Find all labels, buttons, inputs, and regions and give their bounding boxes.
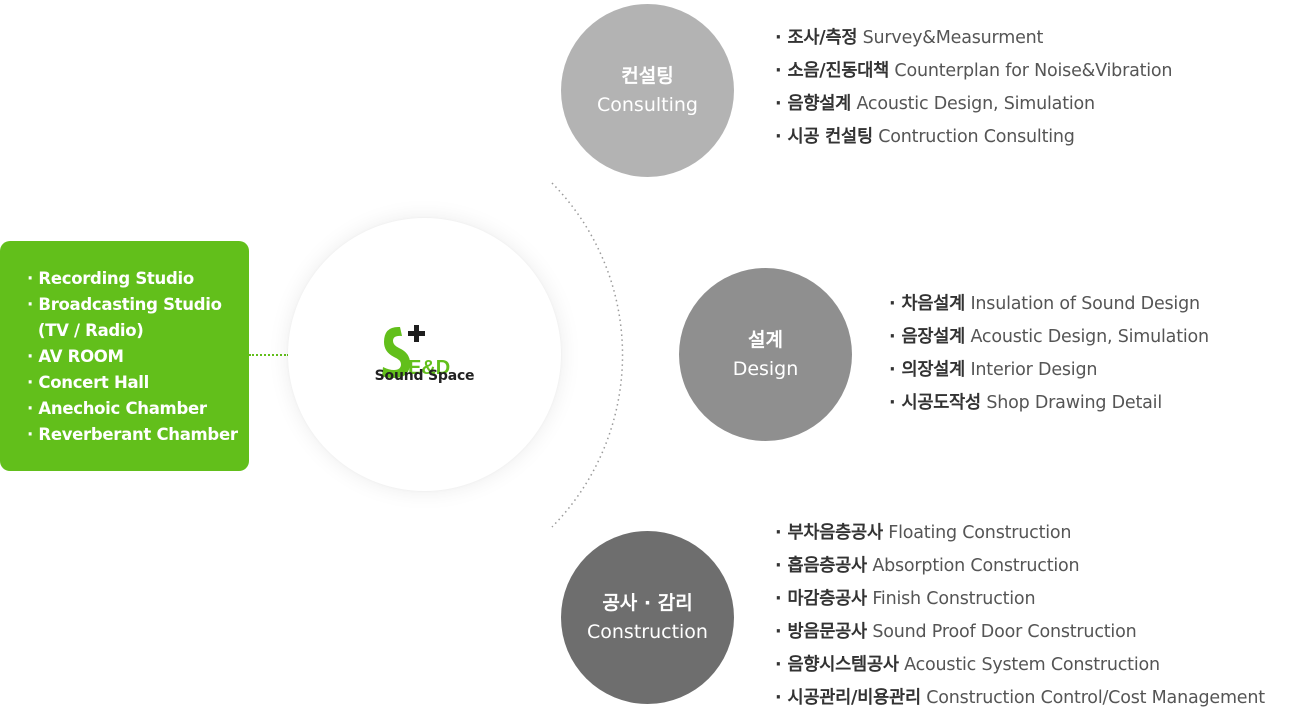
svg-text:E&D: E&D: [408, 357, 450, 379]
logo-circle: E&D Sound Space: [288, 218, 561, 491]
service-item: ·부차음층공사 Floating Construction: [775, 523, 1072, 543]
service-item: ·음장설계 Acoustic Design, Simulation: [889, 327, 1209, 347]
consulting-list: ·조사/측정 Survey&Measurment ·소음/진동대책 Counte…: [775, 22, 1173, 154]
service-item: ·의장설계 Interior Design: [889, 360, 1098, 380]
construction-title-en: Construction: [587, 620, 708, 643]
service-item: ·차음설계 Insulation of Sound Design: [889, 294, 1200, 314]
facility-item: · Concert Hall: [27, 373, 149, 392]
consulting-title-en: Consulting: [597, 93, 698, 116]
facility-list: · Recording Studio · Broadcasting Studio…: [27, 266, 249, 448]
facility-item: · Broadcasting Studio: [27, 295, 222, 314]
design-list: ·차음설계 Insulation of Sound Design ·음장설계 A…: [889, 288, 1209, 420]
design-title-ko: 설계: [748, 328, 783, 351]
facility-item: · Recording Studio: [27, 269, 194, 288]
service-item: ·마감층공사 Finish Construction: [775, 589, 1036, 609]
facility-item: (TV / Radio): [27, 321, 144, 340]
service-item: ·방음문공사 Sound Proof Door Construction: [775, 622, 1137, 642]
facility-item: · Reverberant Chamber: [27, 425, 238, 444]
logo-caption: Sound Space: [374, 368, 475, 384]
design-title-en: Design: [732, 357, 799, 380]
sed-logo-icon: E&D: [382, 325, 450, 379]
facility-list-box: · Recording Studio · Broadcasting Studio…: [0, 241, 249, 471]
service-item: ·조사/측정 Survey&Measurment: [775, 28, 1044, 48]
service-item: ·음향시스템공사 Acoustic System Construction: [775, 655, 1160, 675]
service-item: ·음향설계 Acoustic Design, Simulation: [775, 94, 1095, 114]
service-item: ·소음/진동대책 Counterplan for Noise&Vibration: [775, 61, 1173, 81]
construction-title-ko: 공사 · 감리: [602, 591, 693, 614]
construction-list: ·부차음층공사 Floating Construction ·흡음층공사 Abs…: [775, 517, 1265, 715]
service-item: ·흡음층공사 Absorption Construction: [775, 556, 1080, 576]
service-item: ·시공도작성 Shop Drawing Detail: [889, 393, 1162, 413]
service-item: ·시공 컨설팅 Contruction Consulting: [775, 127, 1075, 147]
service-item: ·시공관리/비용관리 Construction Control/Cost Man…: [775, 688, 1265, 708]
facility-item: · AV ROOM: [27, 347, 124, 366]
facility-item: · Anechoic Chamber: [27, 399, 207, 418]
design-circle: 설계 Design: [679, 268, 852, 441]
construction-circle: 공사 · 감리 Construction: [561, 531, 734, 704]
dotted-connector: [249, 354, 289, 356]
consulting-circle: 컨설팅 Consulting: [561, 4, 734, 177]
consulting-title-ko: 컨설팅: [621, 64, 674, 87]
